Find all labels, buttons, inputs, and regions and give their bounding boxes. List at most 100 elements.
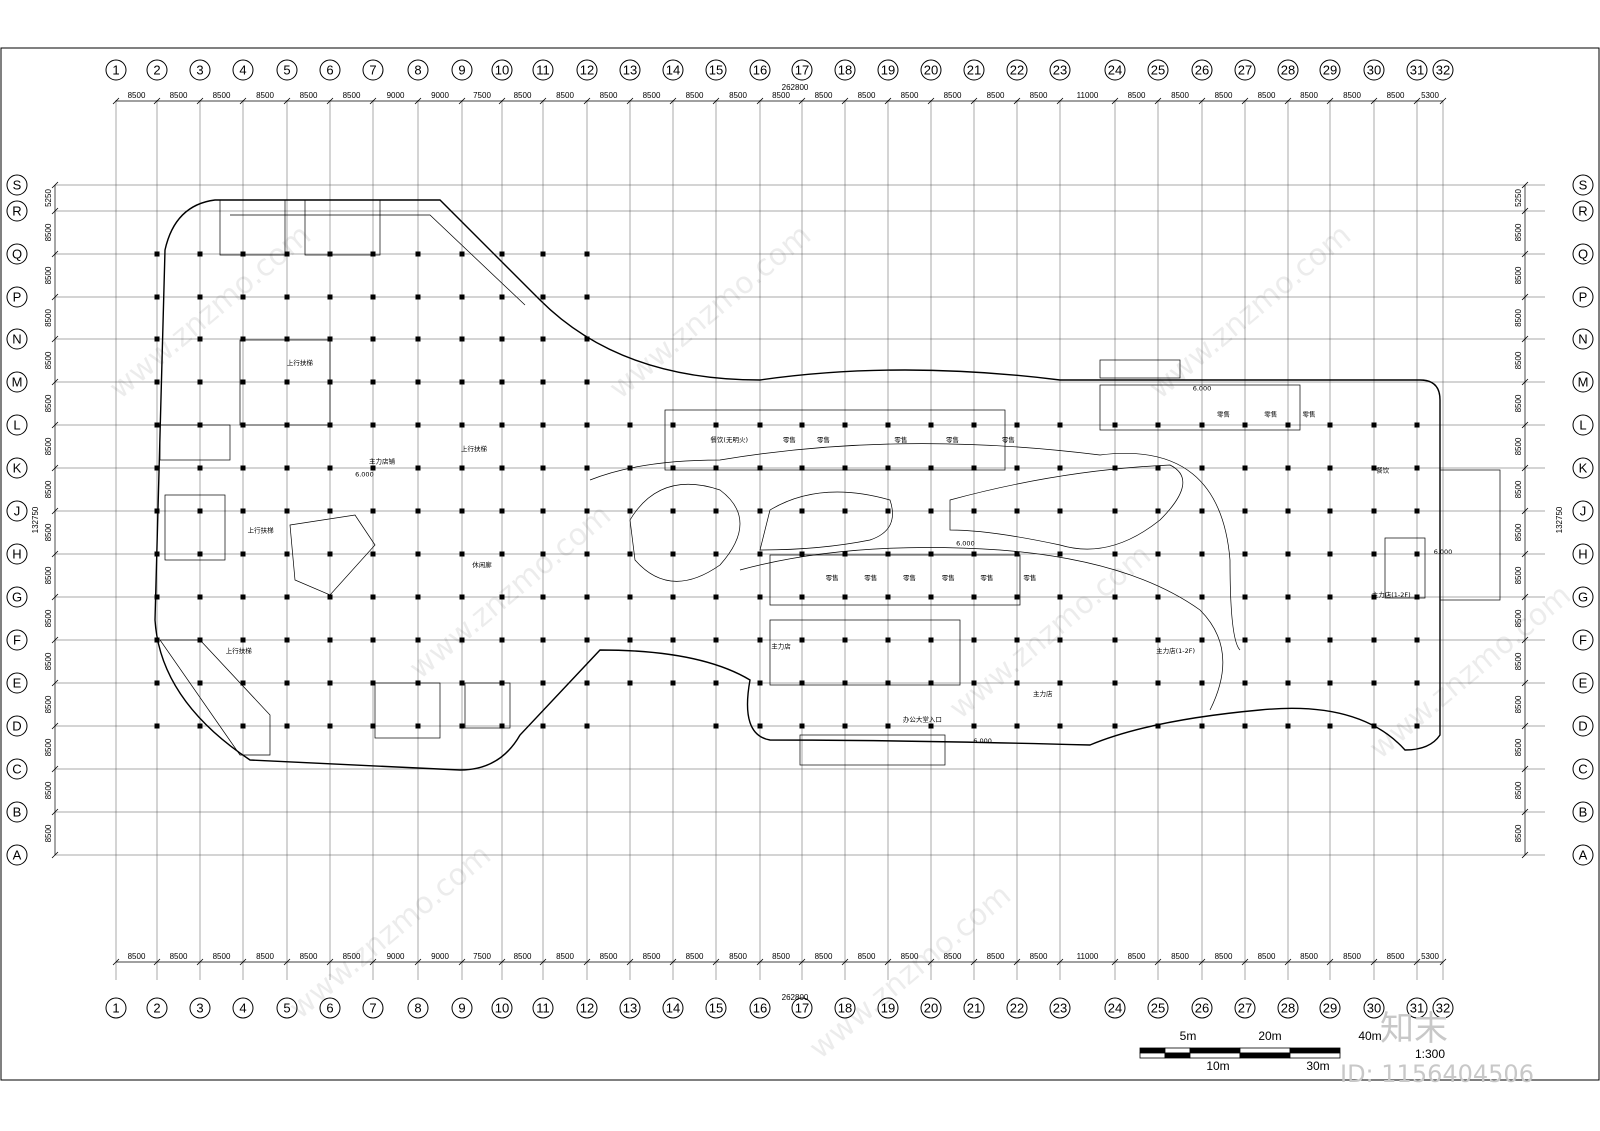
left-dimension-chain: 5250850085008500850085008500850085008500… — [44, 181, 59, 859]
column-spacing-label: 9000 — [387, 91, 405, 100]
watermark-text: www.znzmo.com — [1143, 218, 1358, 407]
column-label: 3 — [196, 63, 203, 78]
column-label: 12 — [580, 1001, 594, 1016]
column-bubble: 10 — [491, 59, 513, 81]
column-bubble: 5 — [276, 59, 298, 81]
column-label: 6 — [326, 1001, 333, 1016]
column-spacing-label: 8500 — [1171, 91, 1189, 100]
column-spacing-label: 8500 — [1258, 91, 1276, 100]
column-spacing-label: 8500 — [128, 91, 146, 100]
room-label: 零售 — [1023, 573, 1036, 582]
column-bubble: 24 — [1104, 59, 1126, 81]
column-label: 15 — [709, 63, 723, 78]
row-bubble: J — [1572, 500, 1594, 522]
column-bubble: 8 — [407, 59, 429, 81]
row-spacing-label: 8500 — [1514, 695, 1523, 713]
column-bubble: 32 — [1432, 997, 1454, 1019]
row-bubble: E — [1572, 672, 1594, 694]
row-bubble: G — [6, 586, 28, 608]
column-label: 32 — [1436, 63, 1450, 78]
column-label: 27 — [1238, 63, 1252, 78]
column-label: 31 — [1410, 63, 1424, 78]
column-label: 15 — [709, 1001, 723, 1016]
column-bubble: 13 — [619, 59, 641, 81]
column-label: 18 — [838, 63, 852, 78]
column-spacing-label: 8500 — [556, 91, 574, 100]
column-bubble: 4 — [232, 59, 254, 81]
column-spacing-label: 8500 — [858, 91, 876, 100]
column-spacing-label: 9000 — [387, 952, 405, 961]
column-label: 24 — [1108, 63, 1122, 78]
row-spacing-label: 8500 — [44, 566, 53, 584]
column-label: 9 — [458, 1001, 465, 1016]
row-spacing-label: 8500 — [44, 781, 53, 799]
row-label: E — [13, 676, 22, 691]
column-label: 32 — [1436, 1001, 1450, 1016]
row-label: Q — [1578, 247, 1588, 262]
row-bubble: N — [6, 328, 28, 350]
column-spacing-label: 8500 — [1387, 952, 1405, 961]
row-bubble: S — [6, 174, 28, 196]
column-bubble: 18 — [834, 59, 856, 81]
column-label: 30 — [1367, 1001, 1381, 1016]
watermark-text: www.znzmo.com — [403, 498, 618, 687]
column-label: 16 — [753, 1001, 767, 1016]
column-spacing-label: 5300 — [1421, 91, 1439, 100]
room-label: 主力店(1-2F) — [1372, 590, 1411, 599]
scale-label-30m: 30m — [1306, 1059, 1329, 1073]
room-label: 零售 — [980, 573, 993, 582]
room-label: 上行扶梯 — [461, 444, 488, 453]
row-bubble: M — [6, 371, 28, 393]
column-label: 26 — [1195, 63, 1209, 78]
watermark-layer: www.znzmo.com www.znzmo.com www.znzmo.co… — [103, 218, 1578, 1067]
room-label: 上行扶梯 — [226, 646, 253, 655]
column-spacing-label: 8500 — [1258, 952, 1276, 961]
column-label: 28 — [1281, 63, 1295, 78]
total-width-top: 262800 — [782, 83, 809, 92]
room-label: 上行扶梯 — [287, 358, 314, 367]
column-spacing-label: 8500 — [772, 91, 790, 100]
column-bubble: 22 — [1006, 997, 1028, 1019]
column-spacing-label: 8500 — [170, 91, 188, 100]
column-label: 4 — [239, 63, 246, 78]
column-bubble: 26 — [1191, 59, 1213, 81]
column-spacing-label: 8500 — [858, 952, 876, 961]
column-bubble: 29 — [1319, 59, 1341, 81]
column-bubble: 18 — [834, 997, 856, 1019]
column-label: 20 — [924, 63, 938, 78]
column-bubble: 3 — [189, 59, 211, 81]
column-bubble: 17 — [791, 997, 813, 1019]
column-bubble: 1 — [105, 59, 127, 81]
row-label: M — [1578, 375, 1589, 390]
row-label: J — [1580, 504, 1587, 519]
row-bubble: F — [6, 629, 28, 651]
column-bubble: 6 — [319, 997, 341, 1019]
row-spacing-label: 8500 — [44, 738, 53, 756]
column-bubble: 6 — [319, 59, 341, 81]
row-bubble: H — [1572, 543, 1594, 565]
column-bubble: 15 — [705, 997, 727, 1019]
room-label: 餐饮(无明火) — [710, 435, 748, 444]
column-label: 14 — [666, 1001, 680, 1016]
column-bubble: 32 — [1432, 59, 1454, 81]
row-bubble: Q — [6, 243, 28, 265]
watermark-text: www.znzmo.com — [283, 838, 498, 1027]
row-spacing-label: 8500 — [1514, 609, 1523, 627]
row-bubble: N — [1572, 328, 1594, 350]
column-label: 14 — [666, 63, 680, 78]
column-spacing-label: 8500 — [686, 952, 704, 961]
row-spacing-label: 8500 — [44, 652, 53, 670]
row-label: G — [12, 590, 22, 605]
structural-columns — [154, 251, 1420, 729]
column-label: 25 — [1151, 1001, 1165, 1016]
room-label: 休闲廊 — [472, 560, 492, 569]
column-bubble: 13 — [619, 997, 641, 1019]
column-spacing-label: 8500 — [729, 91, 747, 100]
column-label: 23 — [1053, 63, 1067, 78]
row-label: R — [12, 204, 21, 219]
row-label: H — [12, 547, 21, 562]
column-label: 21 — [967, 1001, 981, 1016]
column-spacing-label: 8500 — [256, 91, 274, 100]
